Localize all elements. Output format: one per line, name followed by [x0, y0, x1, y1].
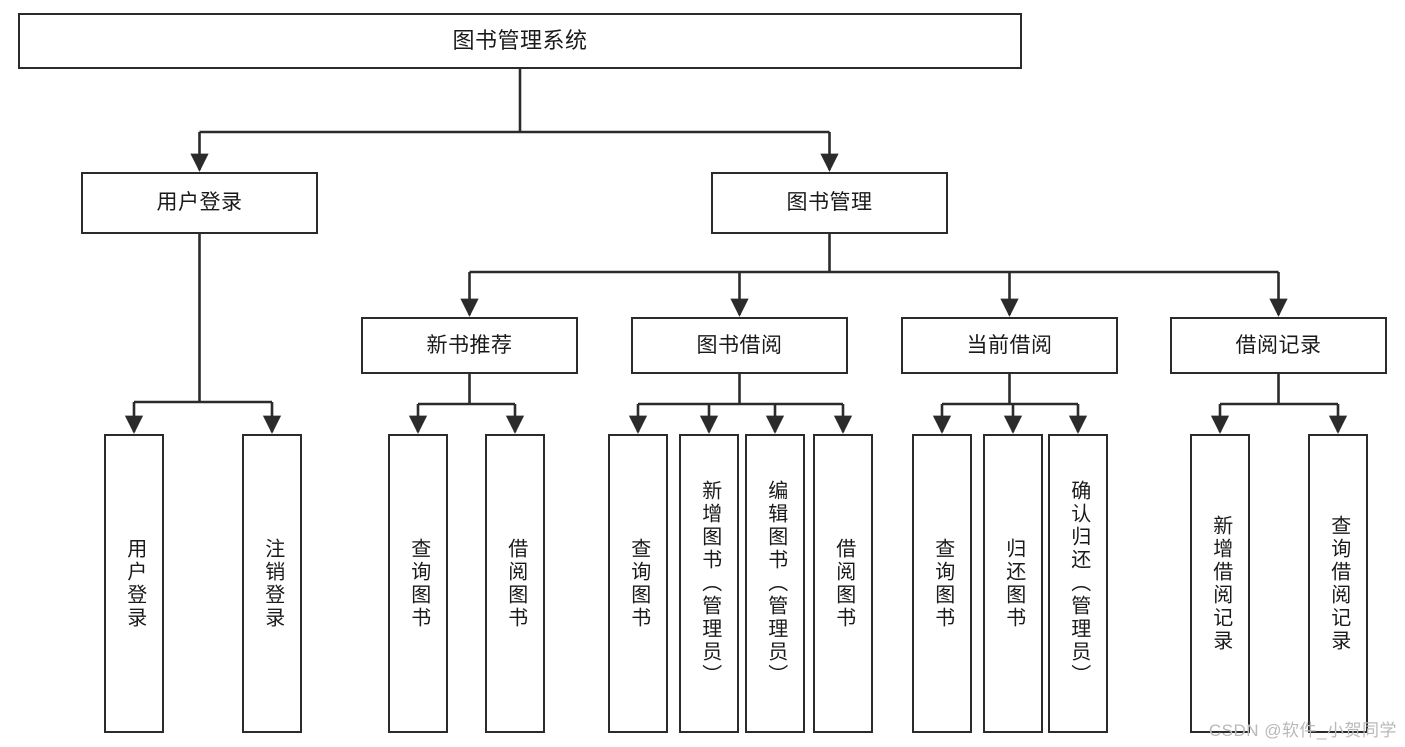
node-level1-0[interactable]: 用户登录 [81, 172, 318, 234]
node-leaf-7-label: 借阅图书 [832, 537, 855, 630]
node-level2-0[interactable]: 新书推荐 [361, 317, 578, 374]
node-leaf-8-label: 查询图书 [931, 537, 954, 630]
node-leaf-7[interactable]: 借阅图书 [813, 434, 873, 733]
node-leaf-1[interactable]: 注销登录 [242, 434, 302, 733]
node-leaf-11-label: 新增借阅记录 [1209, 514, 1232, 653]
node-level2-1[interactable]: 图书借阅 [631, 317, 848, 374]
node-level2-3-label: 借阅记录 [1235, 333, 1322, 357]
node-leaf-0-label: 用户登录 [123, 537, 146, 630]
node-leaf-12-label: 查询借阅记录 [1327, 514, 1350, 653]
node-leaf-4[interactable]: 查询图书 [608, 434, 668, 733]
node-leaf-2[interactable]: 查询图书 [388, 434, 448, 733]
node-leaf-11[interactable]: 新增借阅记录 [1190, 434, 1250, 733]
node-level2-2-label: 当前借阅 [966, 333, 1053, 357]
node-root-label: 图书管理系统 [452, 28, 588, 54]
node-leaf-4-label: 查询图书 [627, 537, 650, 630]
node-leaf-10[interactable]: 确认归还（管理员） [1048, 434, 1108, 733]
node-level1-0-label: 用户登录 [156, 191, 243, 215]
node-leaf-0[interactable]: 用户登录 [104, 434, 164, 733]
node-level1-1[interactable]: 图书管理 [711, 172, 948, 234]
node-leaf-5-label: 新增图书（管理员） [698, 480, 721, 687]
node-leaf-8[interactable]: 查询图书 [912, 434, 972, 733]
node-leaf-6-label: 编辑图书（管理员） [764, 480, 787, 687]
node-leaf-6[interactable]: 编辑图书（管理员） [745, 434, 805, 733]
node-leaf-12[interactable]: 查询借阅记录 [1308, 434, 1368, 733]
node-level1-1-label: 图书管理 [786, 191, 873, 215]
node-root[interactable]: 图书管理系统 [18, 13, 1022, 69]
node-leaf-9-label: 归还图书 [1002, 537, 1025, 630]
node-leaf-1-label: 注销登录 [261, 537, 284, 630]
node-leaf-9[interactable]: 归还图书 [983, 434, 1043, 733]
node-leaf-3[interactable]: 借阅图书 [485, 434, 545, 733]
node-leaf-10-label: 确认归还（管理员） [1067, 480, 1090, 687]
watermark-text: CSDN @软件_小贺同学 [1208, 721, 1397, 740]
node-level2-2[interactable]: 当前借阅 [901, 317, 1118, 374]
node-level2-0-label: 新书推荐 [426, 333, 513, 357]
node-level2-1-label: 图书借阅 [696, 333, 783, 357]
node-leaf-5[interactable]: 新增图书（管理员） [679, 434, 739, 733]
node-leaf-2-label: 查询图书 [407, 537, 430, 630]
node-leaf-3-label: 借阅图书 [504, 537, 527, 630]
node-level2-3[interactable]: 借阅记录 [1170, 317, 1387, 374]
